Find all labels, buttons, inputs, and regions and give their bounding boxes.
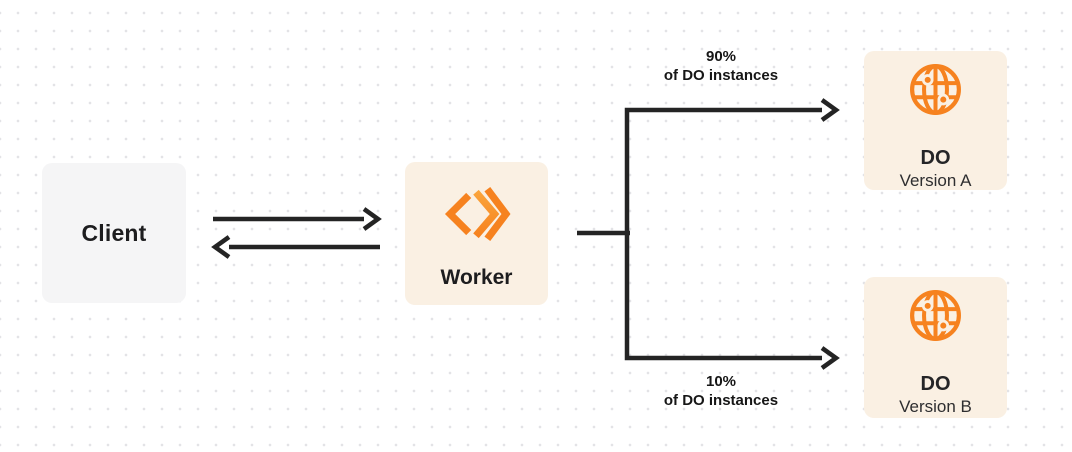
branch-arrow-to-version-b <box>624 233 840 370</box>
do-version-a-title: DO <box>920 147 951 169</box>
durable-object-globe-icon <box>908 62 963 122</box>
client-node: Client <box>42 163 186 303</box>
do-version-a-subtitle: Version A <box>899 171 972 190</box>
bottom-branch-label: 10% of DO instances <box>620 372 822 410</box>
worker-node: Worker <box>405 162 548 305</box>
do-version-a-node: DO Version A <box>864 51 1007 190</box>
branch-arrow-to-version-a <box>624 98 840 233</box>
client-label: Client <box>81 219 147 246</box>
do-version-b-subtitle: Version B <box>899 397 972 416</box>
durable-object-globe-icon <box>908 288 963 348</box>
top-branch-caption: of DO instances <box>663 67 779 84</box>
worker-label: Worker <box>440 266 513 289</box>
do-version-b-node: DO Version B <box>864 277 1007 418</box>
workers-chevrons-icon <box>439 184 515 249</box>
do-version-b-title: DO <box>920 373 951 395</box>
bottom-branch-percent: 10% <box>705 373 737 390</box>
top-branch-percent: 90% <box>705 48 737 65</box>
top-branch-label: 90% of DO instances <box>620 47 822 85</box>
bottom-branch-caption: of DO instances <box>663 392 779 409</box>
